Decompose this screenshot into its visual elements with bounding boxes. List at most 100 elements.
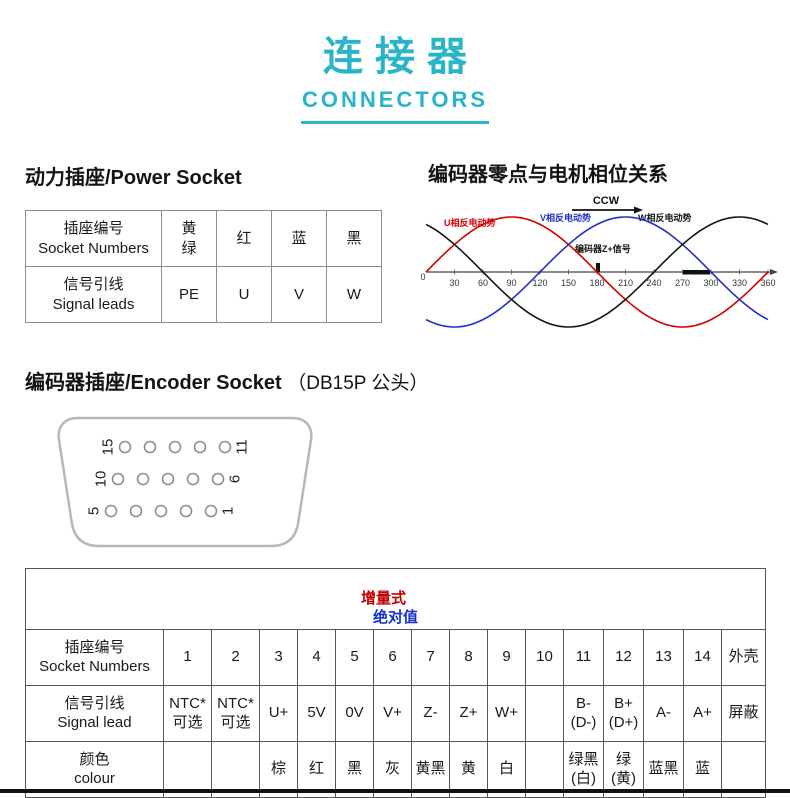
- pin-number-label: 15: [100, 439, 117, 456]
- origin-label: 0: [421, 272, 426, 282]
- table-cell: 4: [297, 629, 336, 687]
- pin-number-label: 5: [86, 507, 103, 515]
- table-cell: V: [271, 266, 327, 323]
- table-cell: Z+: [449, 685, 488, 743]
- x-axis-arrowhead: [770, 269, 778, 275]
- table-cell: 信号引线 Signal lead: [25, 685, 164, 743]
- phase-relation-heading: 编码器零点与电机相位关系: [428, 164, 668, 186]
- table-cell: 0V: [335, 685, 374, 743]
- table-cell: A+: [683, 685, 722, 743]
- connector-pin: [136, 472, 150, 486]
- phase-curve: [425, 216, 769, 328]
- table-cell: NTC* 可选: [163, 685, 212, 743]
- connector-pin: [111, 472, 125, 486]
- x-tick-label: 270: [675, 278, 690, 288]
- table-cell: 黄 绿: [161, 210, 217, 267]
- table-cell: 蓝: [683, 741, 722, 798]
- table-cell: 黑: [335, 741, 374, 798]
- page-bottom-rule: [0, 789, 790, 793]
- table-cell: U+: [259, 685, 298, 743]
- x-tick-label: 300: [703, 278, 718, 288]
- table-cell: B+ (D+): [603, 685, 644, 743]
- table-cell: 黄黑: [411, 741, 450, 798]
- phase-curve: [425, 216, 769, 328]
- connector-pin: [143, 440, 157, 454]
- table-cell: 5V: [297, 685, 336, 743]
- x-tick-label: 210: [618, 278, 633, 288]
- table-cell: U: [216, 266, 272, 323]
- connector-pin: [154, 504, 168, 518]
- page-subtitle: CONNECTORS: [301, 87, 489, 112]
- table-cell: 9: [487, 629, 526, 687]
- page-title: 连接器: [323, 35, 479, 79]
- z-signal-pulse: [596, 263, 600, 272]
- table-cell: W: [326, 266, 382, 323]
- z-signal-label: 编码器Z+信号: [575, 243, 631, 254]
- table-cell: 12: [603, 629, 644, 687]
- pin-number-label: 6: [227, 475, 244, 483]
- connector-pin: [193, 440, 207, 454]
- table-cell: [525, 741, 564, 798]
- pin-number-label: 1: [220, 507, 237, 515]
- table-cell: PE: [161, 266, 217, 323]
- incremental-label: 增量式: [361, 589, 407, 607]
- series-label-u: U相反电动势: [444, 217, 496, 228]
- x-tick-label: 180: [589, 278, 604, 288]
- table-cell: 黑: [326, 210, 382, 267]
- table-mode-header-row: 增量式 绝对值: [24, 567, 767, 631]
- table-cell: [525, 685, 564, 743]
- table-cell: 7: [411, 629, 450, 687]
- table-cell: 2: [211, 629, 260, 687]
- db15-pins: [104, 440, 232, 518]
- x-tick-label: 240: [646, 278, 661, 288]
- table-cell: 蓝黑: [643, 741, 684, 798]
- pin-number-label: 11: [234, 439, 251, 455]
- x-tick-label: 330: [732, 278, 747, 288]
- table-cell: 14: [683, 629, 722, 687]
- page-header: 连接器 CONNECTORS: [0, 24, 790, 124]
- connector-pin: [211, 472, 225, 486]
- connector-pin: [204, 504, 218, 518]
- encoder-socket-heading-text: 编码器插座/Encoder Socket: [25, 372, 282, 394]
- series-label-w: W相反电动势: [638, 212, 692, 223]
- table-cell: 8: [449, 629, 488, 687]
- pin-number-label: 10: [93, 471, 110, 488]
- series-label-v: V相反电动势: [540, 212, 591, 223]
- table-cell: V+: [373, 685, 412, 743]
- connector-pin: [186, 472, 200, 486]
- encoder-socket-note: （DB15P 公头）: [287, 373, 429, 394]
- table-cell: 11: [563, 629, 604, 687]
- table-cell: 10: [525, 629, 564, 687]
- connector-pin: [168, 440, 182, 454]
- connector-pin: [218, 440, 232, 454]
- table-cell: [163, 741, 212, 798]
- title-underline: [301, 121, 489, 124]
- connector-pin: [129, 504, 143, 518]
- table-cell: 外壳: [720, 629, 767, 687]
- db15-connector-diagram: 15 11 10 6 5 1: [57, 416, 313, 548]
- phase-curve: [425, 216, 769, 328]
- table-cell: 蓝: [271, 210, 327, 267]
- power-socket-heading: 动力插座/Power Socket: [25, 167, 242, 189]
- x-tick-label: 150: [561, 278, 576, 288]
- table-cell: 颜色 colour: [25, 741, 164, 798]
- connector-pin: [118, 440, 132, 454]
- table-cell: 5: [335, 629, 374, 687]
- table-cell: 绿 (黄): [603, 741, 644, 798]
- table-cell: 信号引线 Signal leads: [25, 266, 162, 323]
- x-tick-label: 30: [449, 278, 459, 288]
- z-signal-mark: [683, 270, 710, 275]
- table-cell: 6: [373, 629, 412, 687]
- x-tick-label: 360: [760, 278, 775, 288]
- table-cell: 屏蔽: [720, 685, 767, 743]
- encoder-socket-heading: 编码器插座/Encoder Socket （DB15P 公头）: [25, 366, 428, 395]
- table-cell: NTC* 可选: [211, 685, 260, 743]
- table-cell: Z-: [411, 685, 450, 743]
